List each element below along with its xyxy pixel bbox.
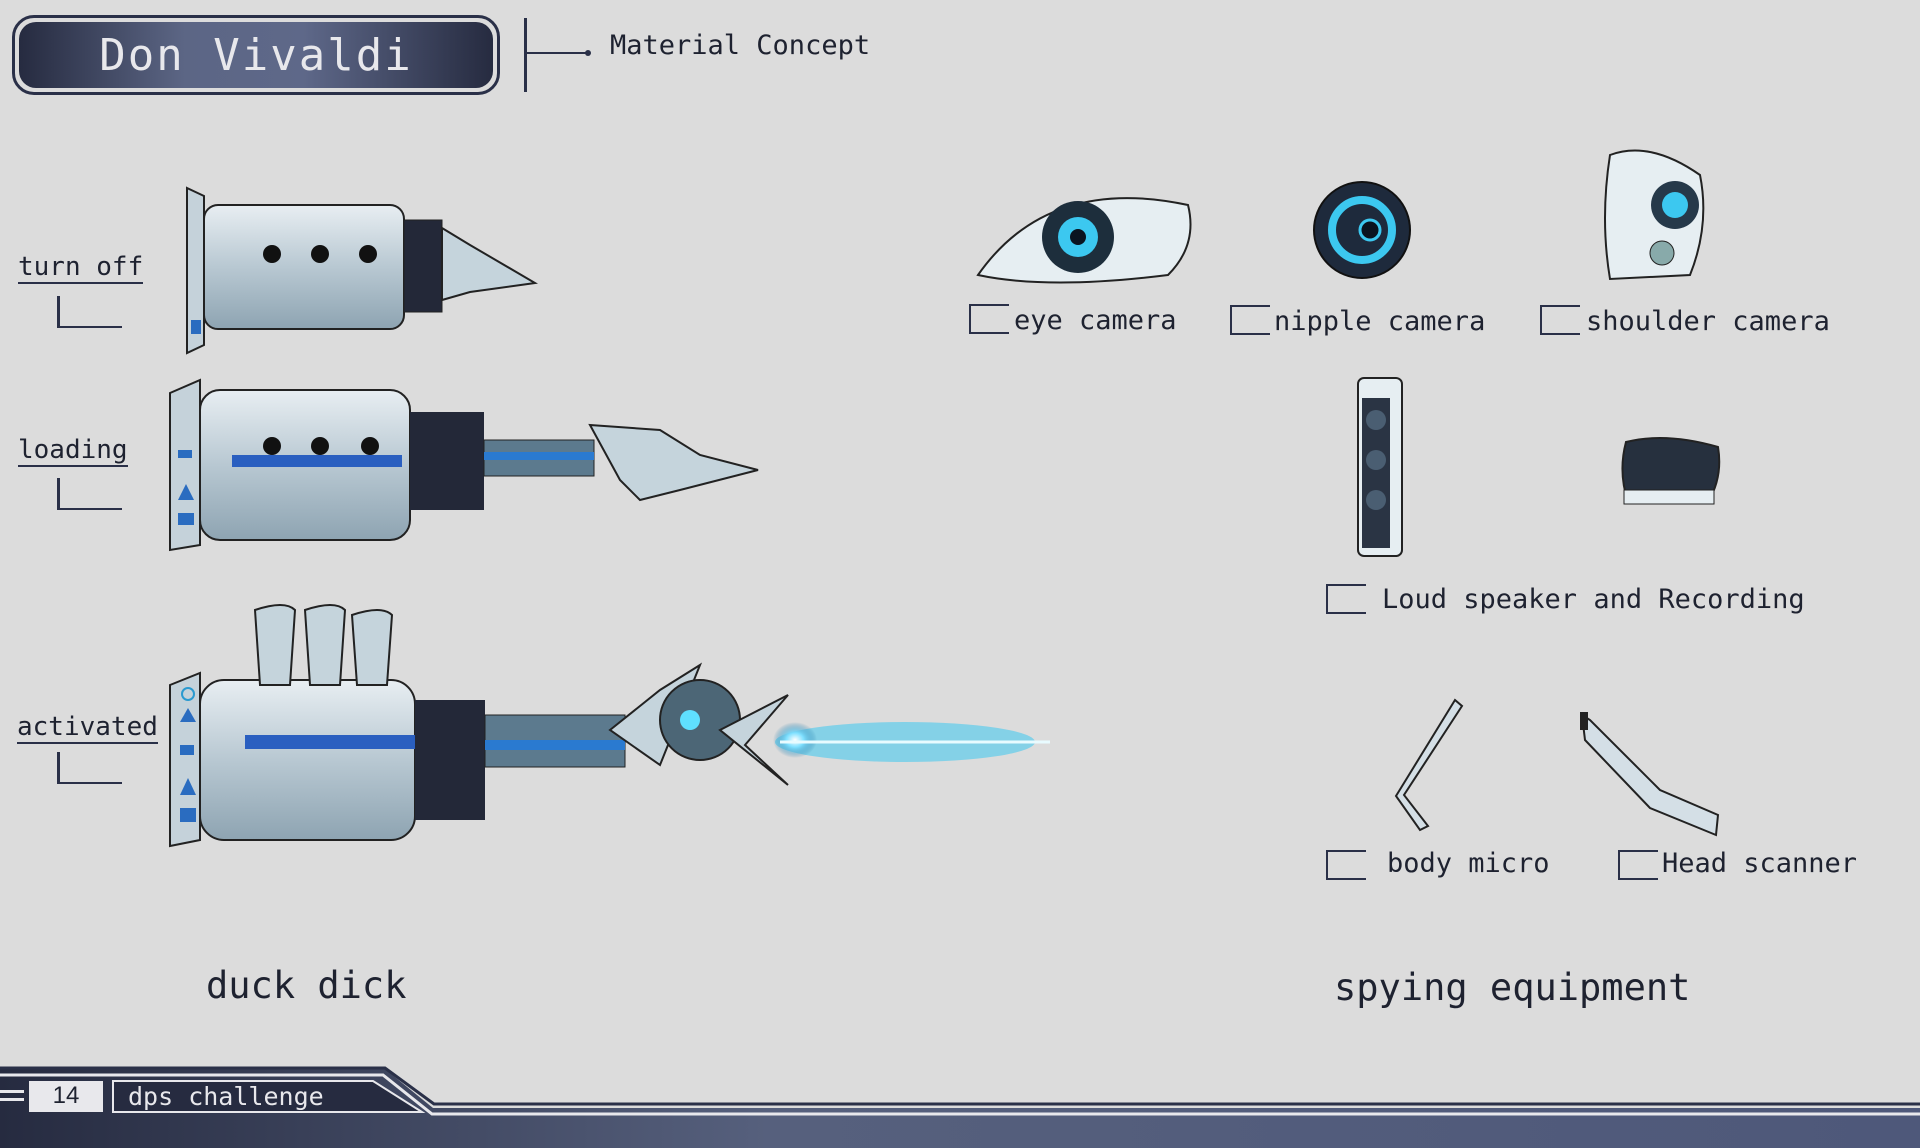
- duck-dick-activated-illustration: [169, 604, 1050, 848]
- connector-dot: [585, 50, 591, 56]
- recording-device-illustration: [1621, 437, 1721, 505]
- label-bracket: [57, 296, 122, 328]
- footer-label: dps challenge: [128, 1082, 324, 1111]
- head-scanner-label: Head scanner: [1662, 848, 1858, 879]
- head-scanner-illustration: [1580, 712, 1720, 837]
- label-bracket: [57, 478, 122, 510]
- duck-dick-turn-off-illustration: [186, 186, 538, 355]
- eye-camera-illustration: [976, 197, 1192, 284]
- divider: [524, 18, 527, 92]
- section-title-duck-dick: duck dick: [206, 964, 407, 1007]
- state-label-turn-off: turn off: [18, 252, 144, 284]
- label-bracket: [57, 752, 122, 784]
- subtitle: Material Concept: [610, 30, 871, 61]
- body-micro-illustration: [1394, 698, 1464, 832]
- body-micro-label: body micro: [1387, 848, 1550, 879]
- page-title: Don Vivaldi: [19, 22, 493, 88]
- shoulder-camera-illustration: [1604, 149, 1705, 281]
- label-bracket: [1326, 850, 1366, 880]
- section-title-spying-equipment: spying equipment: [1334, 966, 1691, 1009]
- label-bracket: [1230, 305, 1270, 335]
- shoulder-camera-label: shoulder camera: [1586, 306, 1830, 337]
- label-bracket: [969, 304, 1009, 334]
- duck-dick-loading-illustration: [169, 378, 759, 552]
- nipple-camera-illustration: [1313, 181, 1411, 279]
- state-label-activated: activated: [17, 712, 158, 744]
- eye-camera-label: eye camera: [1014, 305, 1177, 336]
- title-banner: Don Vivaldi: [12, 15, 500, 95]
- loud-speaker-label: Loud speaker and Recording: [1382, 584, 1805, 615]
- page-number: 14: [52, 1082, 80, 1109]
- footer-bar: [0, 1066, 1920, 1148]
- connector-line: [527, 52, 587, 54]
- label-bracket: [1326, 584, 1366, 614]
- label-bracket: [1540, 305, 1580, 335]
- state-label-loading: loading: [18, 435, 128, 467]
- label-bracket: [1618, 850, 1658, 880]
- nipple-camera-label: nipple camera: [1274, 306, 1486, 337]
- loud-speaker-illustration: [1357, 377, 1403, 557]
